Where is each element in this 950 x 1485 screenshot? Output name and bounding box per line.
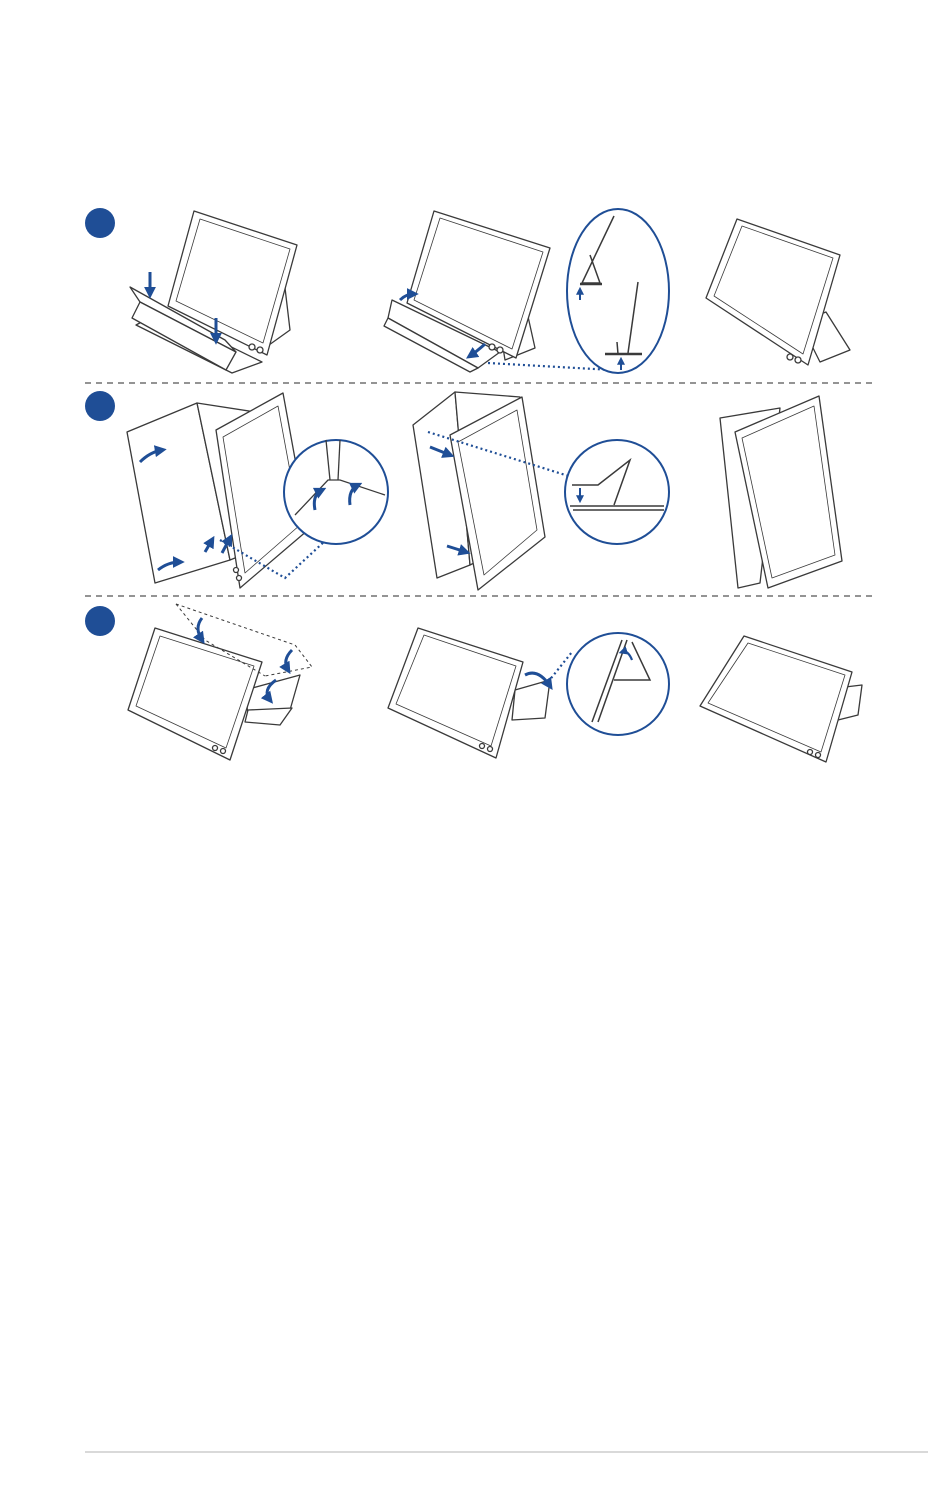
step-2-result-figure (720, 396, 842, 588)
step-1-marker (85, 208, 115, 238)
footer-rule (85, 1451, 928, 1453)
step-2-attach-case-figure (127, 393, 308, 588)
step-2-side-detail-callout (565, 440, 669, 544)
step-3-side-detail-callout (567, 633, 669, 735)
smart-case-folding-illustration (0, 0, 950, 800)
step-2-marker (85, 391, 115, 421)
step-1-fold-cover-figure (130, 211, 297, 373)
step-2-align-figure (413, 392, 545, 590)
step-1-result-figure (706, 219, 850, 365)
step-2-magnet-detail-callout (284, 440, 388, 544)
step-3-result-figure (700, 636, 862, 762)
step-1-stand-figure (384, 211, 550, 372)
step-3-marker (85, 606, 115, 636)
step-3-stand-figure (388, 628, 550, 758)
step-1-side-detail-callout (567, 209, 669, 373)
step-3-fold-back-figure (128, 628, 300, 760)
